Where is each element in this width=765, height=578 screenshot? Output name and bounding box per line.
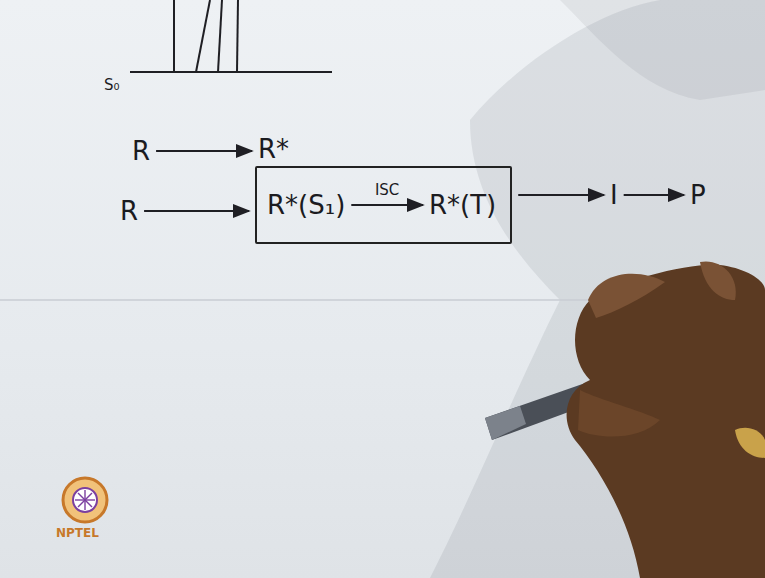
node-text: P [690,180,706,210]
nptel-logo [63,478,107,522]
node-text: R [132,136,150,166]
excited-state: R* [258,134,289,164]
reactant: R [132,136,150,166]
logo-text: NPTEL [56,526,99,540]
arrow-label: ISC [375,181,399,199]
hand-with-pen [485,261,765,578]
reaction-arrow [518,194,604,196]
product: P [690,180,706,210]
state-label: S₀ [104,76,120,94]
node-text: I [610,180,618,210]
node-text: R*(S₁) [267,190,345,220]
shadow [430,0,765,578]
reaction-arrow [624,194,684,196]
node-text: R*(T) [429,190,496,220]
excited-state-box: R*(S₁) R*(T) [255,166,512,244]
node-text: R [120,196,138,226]
energy-sketch [130,0,332,72]
shadow [560,0,765,100]
reaction-arrow [351,204,423,206]
reactant: R [120,196,138,226]
node-text: R* [258,134,289,164]
singlet-state: R*(S₁) [267,190,345,220]
reaction-arrow [156,150,252,152]
reaction-arrow [144,210,249,212]
intermediate: I [610,180,618,210]
triplet-state: R*(T) [429,190,496,220]
